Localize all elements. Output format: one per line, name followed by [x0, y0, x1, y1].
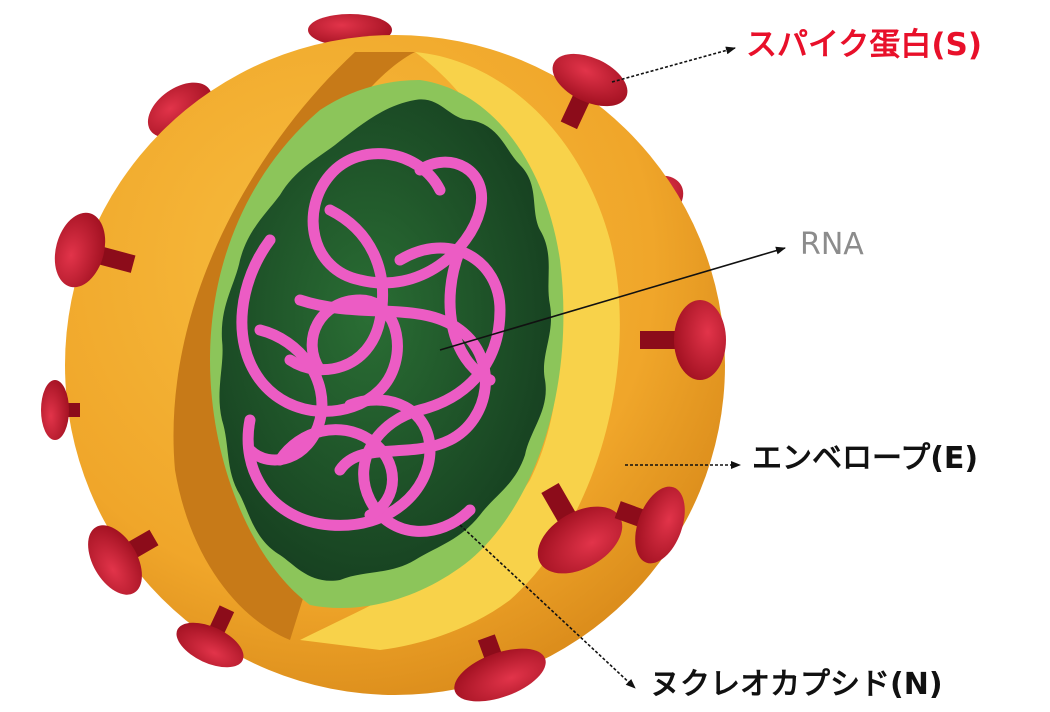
envelope-label: エンベロープ(E) — [752, 444, 978, 474]
rna-label: RNA — [800, 230, 864, 260]
nucleocapsid-label: ヌクレオカプシド(N) — [650, 670, 943, 700]
spike-protein-label: スパイク蛋白(S) — [746, 30, 982, 61]
spike-arrow — [612, 48, 735, 82]
